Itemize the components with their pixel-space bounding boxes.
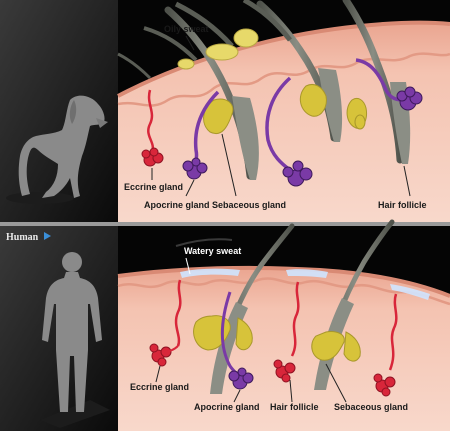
label-top-eccrine-gland: Eccrine gland [124, 182, 183, 192]
human-tag: Human [6, 232, 39, 243]
bottom-callout-lines-dark [155, 363, 347, 403]
label-bottom-sebaceous-gland: Sebaceous gland [334, 402, 408, 412]
label-top-apocrine-gland: Apocrine gland [144, 200, 210, 210]
label-bottom-apocrine-gland: Apocrine gland [194, 402, 260, 412]
bottom-sebaceous-glands [193, 315, 361, 362]
label-top-hair-follicle: Hair follicle [378, 200, 427, 210]
label-bottom-eccrine-gland: Eccrine gland [130, 382, 189, 392]
panel-divider [0, 222, 450, 226]
label-watery-sweat: Watery sweat [184, 246, 241, 256]
top-panel: Oily sweat Eccrine gland Apocrine gland … [0, 0, 450, 222]
human-silhouette [40, 252, 110, 428]
bottom-skin-block [117, 266, 450, 431]
label-oily-sweat: Oily sweat [164, 24, 209, 34]
bottom-apocrine-gland [220, 291, 254, 390]
dog-silhouette [6, 95, 108, 204]
top-hair-follicles [117, 0, 411, 180]
oily-sweat-droplets [177, 28, 259, 70]
bottom-panel: Human [0, 219, 450, 431]
top-sebaceous-glands [203, 83, 367, 134]
triangle-right-icon [44, 232, 51, 240]
top-apocrine-glands [182, 58, 423, 187]
top-eccrine-gland [141, 89, 164, 167]
label-top-sebaceous-gland: Sebaceous gland [212, 200, 286, 210]
label-bottom-hair-follicle: Hair follicle [270, 402, 319, 412]
watery-sweat-film [180, 268, 430, 300]
bottom-callout-lines [185, 257, 191, 275]
top-callout-lines [151, 35, 411, 197]
bottom-eccrine-glands [149, 279, 398, 397]
